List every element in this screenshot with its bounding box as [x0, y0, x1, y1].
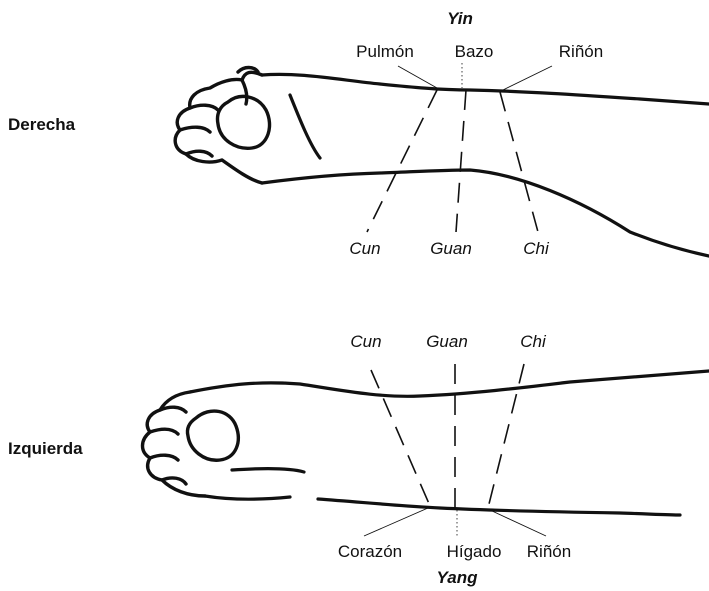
right-palm-inner: [217, 96, 269, 148]
organ-rinon-bottom-label: Riñón: [527, 542, 571, 561]
dash-guan-top: [456, 90, 466, 232]
yang-label: Yang: [437, 568, 479, 587]
left-arm-wrist-crease: [232, 469, 304, 472]
pos-guan-top-label: Guan: [430, 239, 472, 258]
leader-rinon-bottom: [490, 510, 546, 536]
left-hand-fingers: [150, 407, 186, 484]
pos-chi-top-label: Chi: [523, 239, 550, 258]
pos-guan-bottom-label: Guan: [426, 332, 468, 351]
leader-rinon-top: [503, 66, 552, 90]
organ-bazo-label: Bazo: [455, 42, 494, 61]
right-arm-lower-contour: [262, 170, 709, 256]
dash-cun-top: [367, 90, 437, 232]
right-arm-drawing: [175, 68, 709, 257]
right-arm-upper-contour: [262, 74, 709, 104]
leader-corazon: [364, 508, 428, 536]
dash-chi-top: [500, 92, 538, 232]
left-arm-lower-contour: [205, 496, 680, 515]
organ-rinon-top-label: Riñón: [559, 42, 603, 61]
yin-label: Yin: [447, 9, 473, 28]
pos-cun-top-label: Cun: [349, 239, 380, 258]
pos-cun-bottom-label: Cun: [350, 332, 381, 351]
left-arm-upper-contour: [190, 371, 709, 396]
organ-pulmon-label: Pulmón: [356, 42, 414, 61]
left-palm-inner: [187, 411, 238, 460]
side-izquierda-label: Izquierda: [8, 439, 83, 458]
right-arm-wrist-crease: [290, 95, 320, 158]
pos-chi-bottom-label: Chi: [520, 332, 547, 351]
organ-higado-label: Hígado: [447, 542, 502, 561]
organ-corazon-label: Corazón: [338, 542, 402, 561]
dash-chi-bottom: [488, 364, 524, 508]
dash-cun-bottom: [371, 370, 430, 506]
left-arm-drawing: [143, 371, 709, 515]
side-derecha-label: Derecha: [8, 115, 76, 134]
